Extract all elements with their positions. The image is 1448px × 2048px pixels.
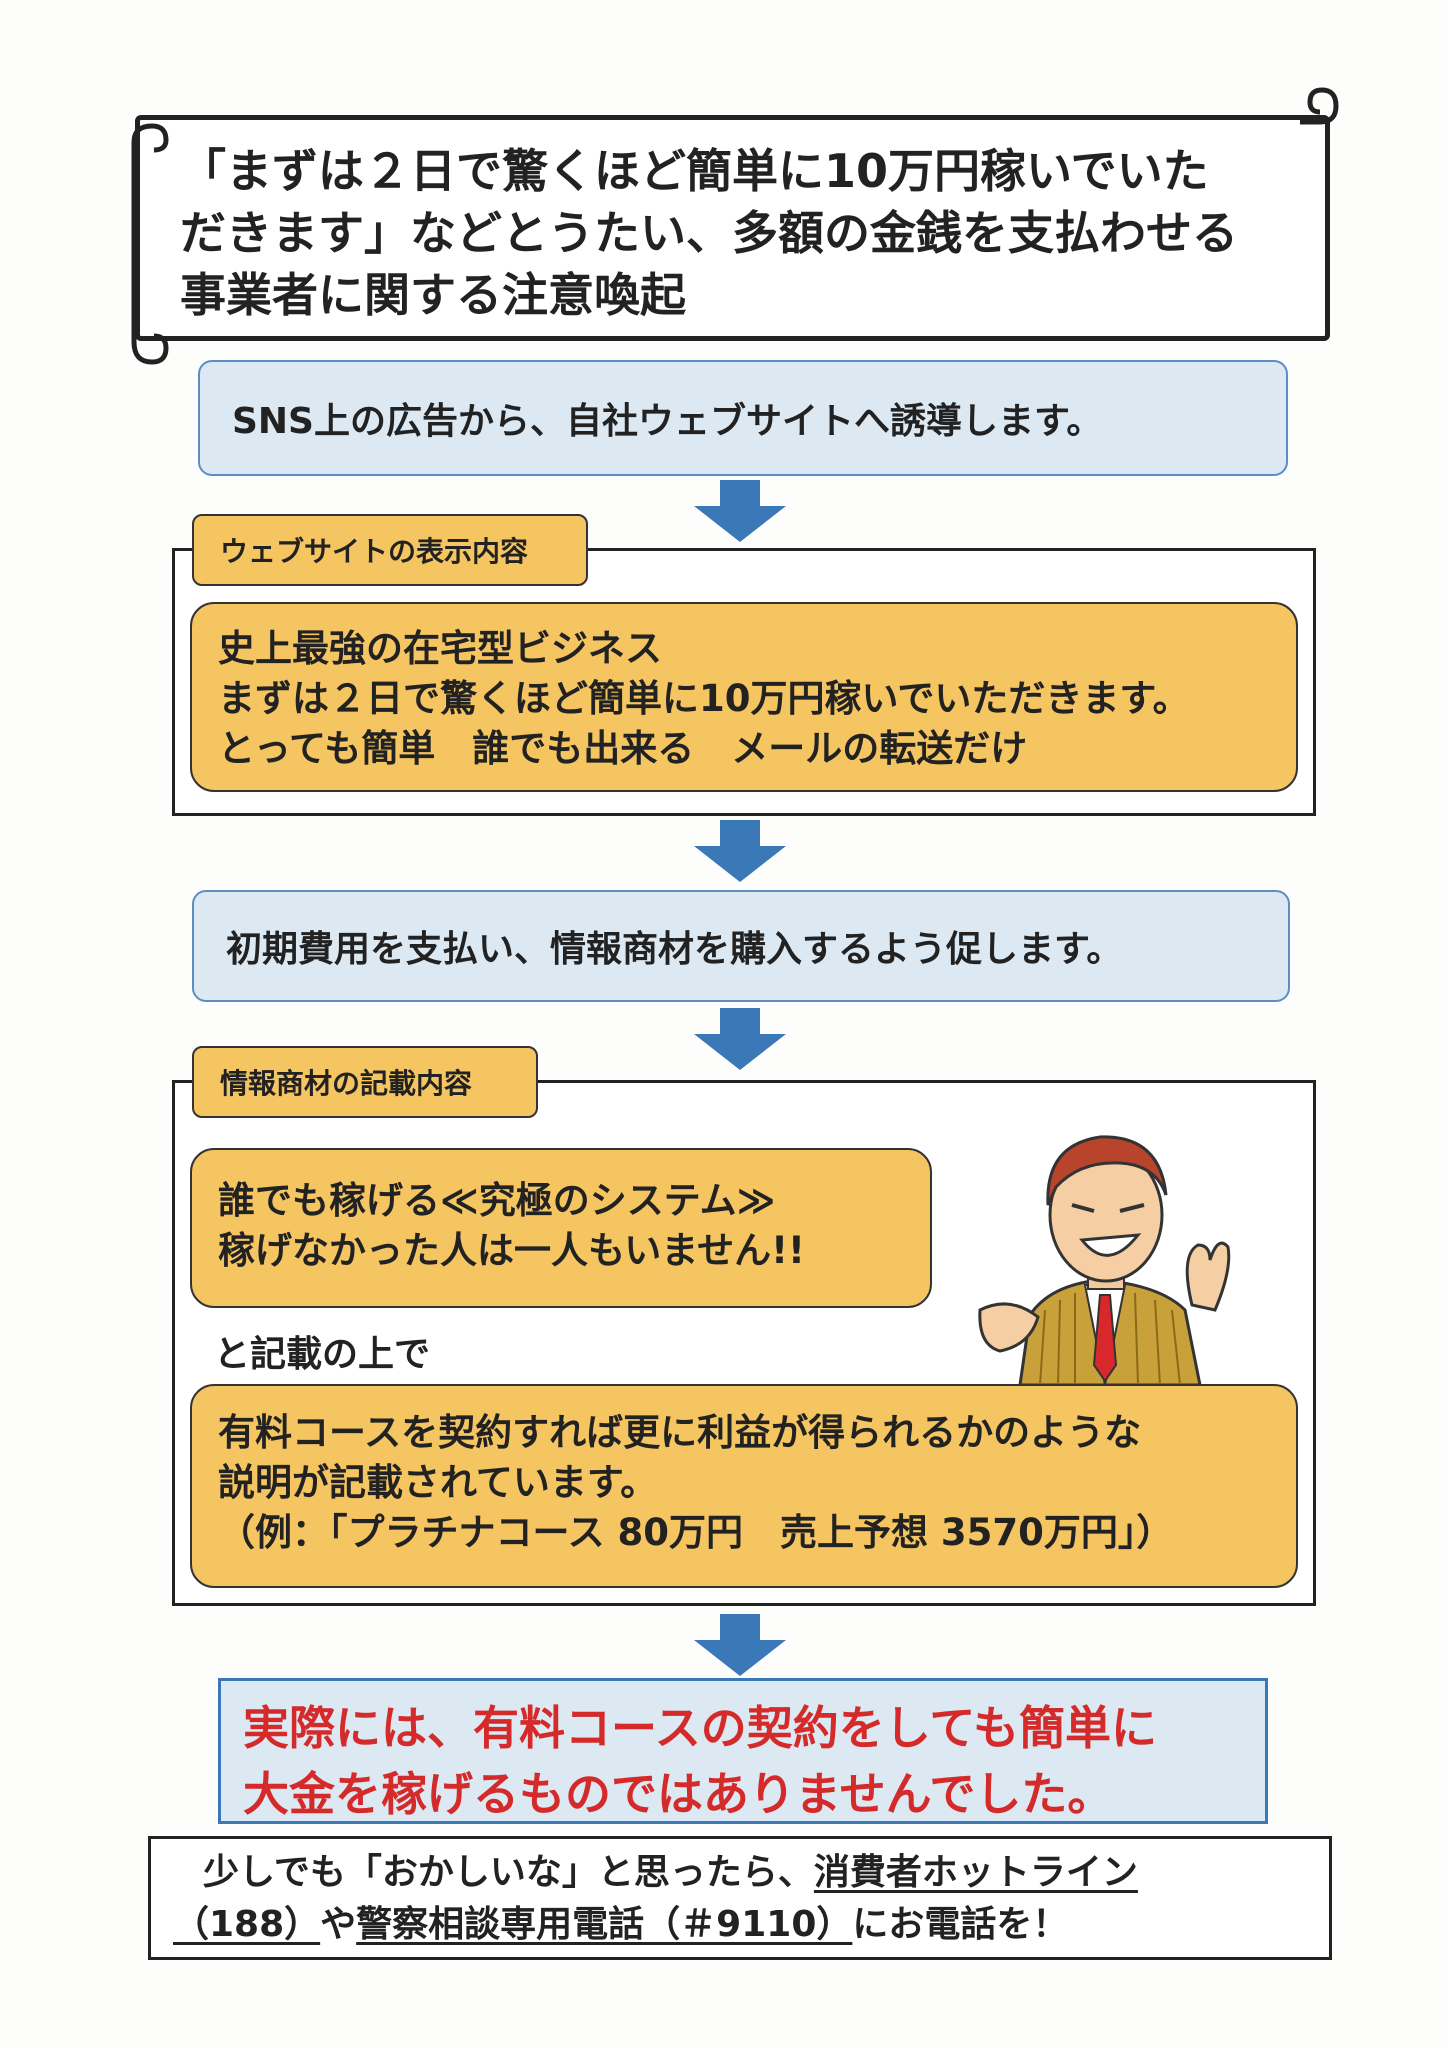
warning-box: 実際には、有料コースの契約をしても簡単に 大金を稼げるものではありませんでした。 [218,1678,1268,1824]
material-content-tag: 情報商材の記載内容 [192,1046,538,1118]
title-line: 事業者に関する注意喚起 [180,268,686,322]
down-arrow-icon [694,1008,786,1070]
police-consultation-line: 警察相談専用電話（＃9110） [356,1904,853,1945]
website-content-tag-label: ウェブサイトの表示内容 [220,535,529,568]
title-line: 「まずは２日で驚くほど簡単に10万円稼いでいた [180,144,1209,198]
website-claim-line: まずは２日で驚くほど簡単に10万円稼いでいただきます。 [218,677,1190,720]
step-purchase-text: 初期費用を支払い、情報商材を購入するよう促します。 [226,929,1123,970]
website-claim-line: とっても簡単 誰でも出来る メールの転送だけ [218,727,1028,770]
footer-contact-box: 少しでも「おかしいな」と思ったら、消費者ホットライン （188）や警察相談専用電… [148,1836,1332,1960]
footer-prefix: 少しでも「おかしいな」と思ったら、 [203,1852,814,1893]
scroll-left-curl-icon [131,123,169,365]
material-course-box: 有料コースを契約すれば更に利益が得られるかのような 説明が記載されています。 （… [190,1384,1298,1588]
step-sns-ad-text: SNS上の広告から、自社ウェブサイトへ誘導します。 [232,401,1103,442]
title-scroll-frame [135,115,1330,341]
step-purchase-box: 初期費用を支払い、情報商材を購入するよう促します。 [192,890,1290,1002]
title-line: だきます」などとうたい、多額の金銭を支払わせる [180,206,1238,260]
material-content-tag-label: 情報商材の記載内容 [220,1067,473,1100]
down-arrow-icon [694,480,786,542]
scroll-right-curl-icon [1300,87,1339,125]
material-course-line: （例：「プラチナコース 80万円 売上予想 3570万円」） [218,1511,1174,1554]
warning-line: 大金を稼げるものではありませんでした。 [243,1767,1114,1821]
page-title: 「まずは２日で驚くほど簡単に10万円稼いでいた だきます」などとうたい、多額の金… [180,140,1320,326]
step-sns-ad-box: SNS上の広告から、自社ウェブサイトへ誘導します。 [198,360,1288,476]
down-arrow-icon [694,820,786,882]
down-arrow-icon [694,1614,786,1676]
consumer-hotline-label: 消費者ホットライン [813,1852,1138,1893]
material-claim-line: 稼げなかった人は一人もいません!! [218,1229,805,1272]
material-course-line: 説明が記載されています。 [218,1461,658,1504]
warning-line: 実際には、有料コースの契約をしても簡単に [243,1701,1158,1755]
website-claim-line: 史上最強の在宅型ビジネス [218,627,662,670]
material-course-line: 有料コースを契約すれば更に利益が得られるかのような [218,1411,1142,1454]
website-claims-box: 史上最強の在宅型ビジネス まずは２日で驚くほど簡単に10万円稼いでいただきます。… [190,602,1298,792]
businessman-illustration [978,1135,1231,1385]
footer-connector: や [320,1904,357,1945]
website-content-tag: ウェブサイトの表示内容 [192,514,588,586]
consumer-hotline-number: （188） [173,1904,321,1945]
material-claims-box: 誰でも稼げる≪究極のシステム≫ 稼げなかった人は一人もいません!! [190,1148,932,1308]
footer-suffix: にお電話を！ [852,1904,1069,1945]
material-claim-line: 誰でも稼げる≪究極のシステム≫ [218,1179,776,1222]
material-connector-text: と記載の上で [214,1334,431,1375]
